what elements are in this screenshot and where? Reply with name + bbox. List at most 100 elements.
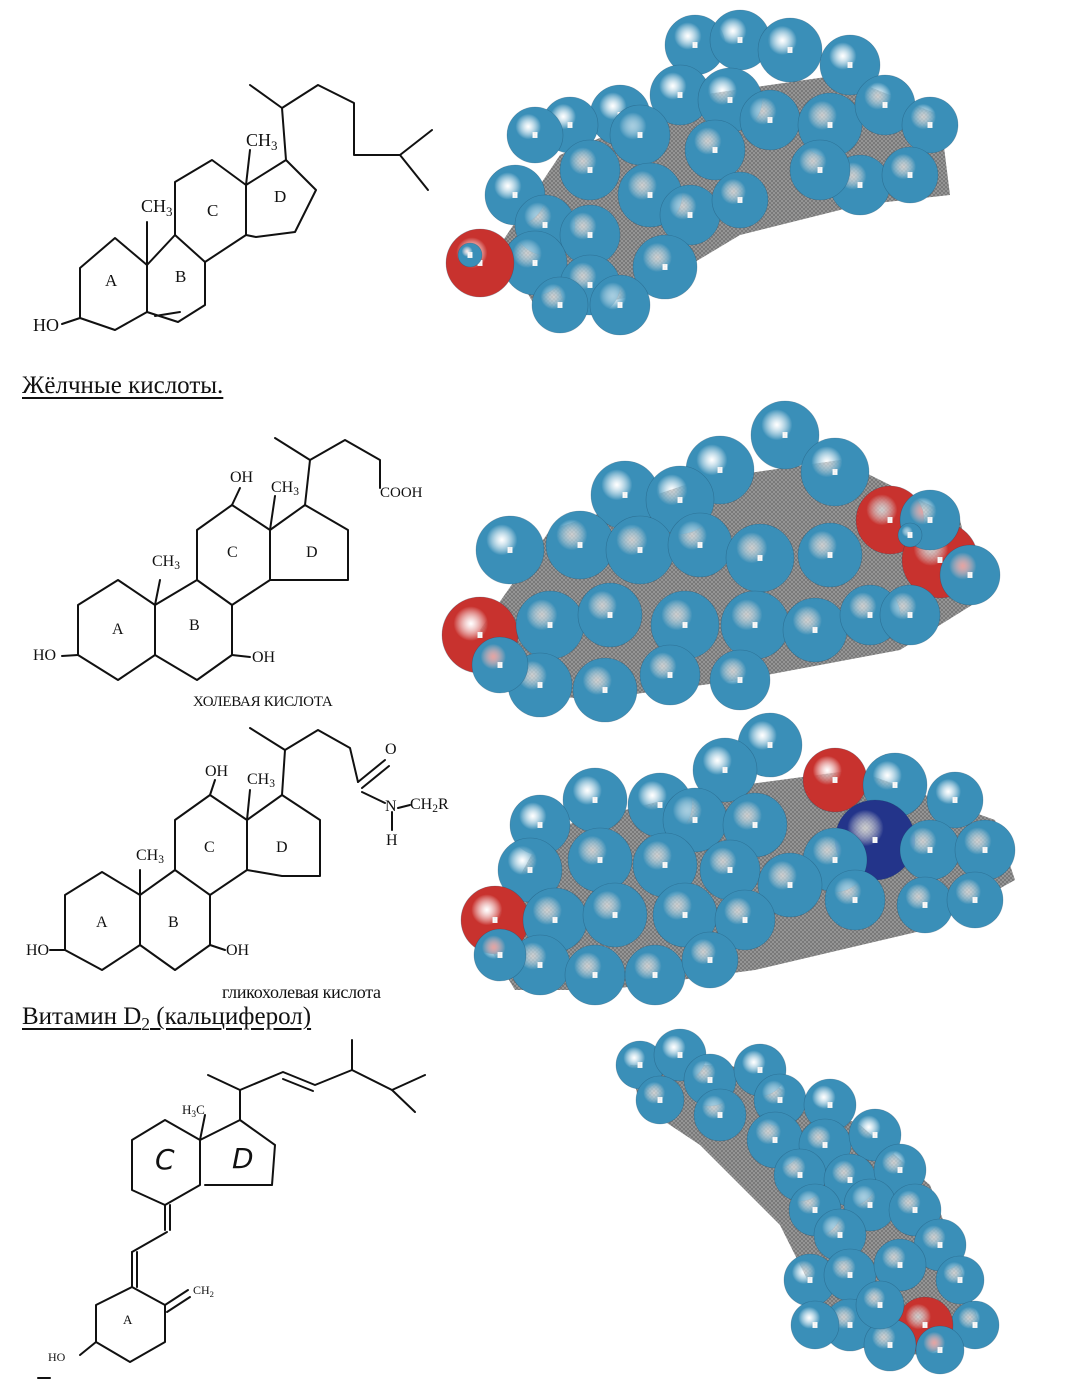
svg-text:H: H [753, 622, 758, 629]
svg-text:H: H [478, 260, 483, 267]
hydrogen-atom: H [899, 819, 961, 881]
hydrogen-atom: H [684, 119, 746, 181]
caption-glycocholic-acid: гликохолевая кислота [222, 982, 381, 1002]
carboxyl-label: COOH [380, 485, 423, 501]
methylene-label: CH2 [193, 1283, 214, 1299]
hydroxyl-label: OH [252, 649, 276, 666]
svg-text:H: H [493, 917, 498, 924]
svg-text:H: H [588, 282, 593, 289]
hydrogen-atom: H [939, 544, 1001, 606]
ring-c-label: C [207, 201, 219, 220]
ch2r-label: CH2R [410, 796, 449, 816]
svg-text:H: H [478, 632, 483, 639]
methyl-label: CH3 [271, 479, 299, 499]
ring-c-label: C [204, 839, 215, 856]
hydrogen-atom: H [457, 242, 483, 268]
svg-text:H: H [808, 1277, 813, 1284]
svg-text:H: H [508, 547, 513, 554]
svg-text:H: H [778, 1097, 783, 1104]
hydrogen-atom: H [750, 400, 820, 470]
svg-text:H: H [548, 622, 553, 629]
hydrogen-atom: H [896, 876, 954, 934]
svg-text:H: H [528, 867, 533, 874]
hydrogen-atom: H [667, 512, 733, 578]
svg-text:H: H [888, 517, 893, 524]
svg-text:H: H [833, 469, 838, 476]
hydrogen-atom: H [639, 644, 701, 706]
hydrogen-atom: H [506, 106, 564, 164]
hydrogen-atom: H [709, 649, 771, 711]
hydrogen-atom: H [562, 767, 628, 833]
svg-text:H: H [853, 897, 858, 904]
svg-text:H: H [698, 542, 703, 549]
ring-b-label: B [189, 617, 200, 634]
ring-b-label: B [168, 914, 179, 931]
hydrogen-atom: H [873, 1238, 927, 1292]
hydrogen-atom: H [473, 928, 527, 982]
svg-text:H: H [708, 1077, 713, 1084]
hydrogen-atom: H [800, 437, 870, 507]
hydrogen-atom: H [650, 590, 720, 660]
svg-text:H: H [788, 47, 793, 54]
hydrogen-atom: H [897, 522, 923, 548]
amide-hydrogen-label: H [386, 832, 398, 849]
svg-text:H: H [568, 122, 573, 129]
oxygen-atom: H [802, 747, 868, 813]
svg-text:H: H [868, 1202, 873, 1209]
hydrogen-atom: H [559, 139, 621, 201]
methyl-label: H3C [182, 1102, 205, 1120]
svg-text:H: H [788, 882, 793, 889]
methyl-label: CH3 [152, 553, 180, 573]
hydrogen-atom: H [475, 515, 545, 585]
hydrogen-atom: H [725, 523, 795, 593]
svg-text:H: H [983, 847, 988, 854]
hydrogen-atom: H [720, 590, 790, 660]
svg-text:H: H [973, 1322, 978, 1329]
svg-text:H: H [658, 802, 663, 809]
svg-text:H: H [603, 687, 608, 694]
svg-text:H: H [758, 1067, 763, 1074]
hydroxyl-label: OH [205, 763, 229, 780]
svg-text:H: H [468, 252, 473, 259]
svg-text:H: H [838, 1232, 843, 1239]
svg-text:H: H [813, 1207, 818, 1214]
svg-text:H: H [783, 432, 788, 439]
svg-text:H: H [683, 912, 688, 919]
svg-text:H: H [938, 557, 943, 564]
svg-text:H: H [498, 952, 503, 959]
svg-text:H: H [658, 1097, 663, 1104]
hydrogen-atom: H [582, 882, 648, 948]
ring-d-label: D [274, 187, 287, 206]
hydrogen-atom: H [567, 827, 633, 893]
methyl-label: CH3 [136, 847, 164, 867]
svg-text:H: H [693, 42, 698, 49]
svg-text:H: H [613, 912, 618, 919]
svg-text:H: H [543, 222, 548, 229]
svg-text:H: H [688, 212, 693, 219]
hydrogen-atom: H [797, 522, 863, 588]
svg-text:H: H [828, 1102, 833, 1109]
hydrogen-atom: H [863, 1318, 917, 1372]
hydrogen-atom: H [577, 582, 643, 648]
svg-text:H: H [873, 1132, 878, 1139]
svg-text:H: H [848, 1272, 853, 1279]
svg-text:H: H [588, 167, 593, 174]
methyl-label: CH3 [246, 130, 278, 153]
svg-text:H: H [558, 302, 563, 309]
svg-text:H: H [913, 1207, 918, 1214]
svg-text:H: H [908, 612, 913, 619]
svg-text:H: H [713, 147, 718, 154]
svg-text:H: H [668, 672, 673, 679]
ring-a-label: A [105, 271, 118, 290]
svg-text:H: H [578, 542, 583, 549]
hydrogen-atom: H [789, 139, 851, 201]
hydrogen-atom: H [926, 771, 984, 829]
svg-text:H: H [953, 797, 958, 804]
svg-text:H: H [608, 612, 613, 619]
svg-text:H: H [858, 182, 863, 189]
svg-text:H: H [848, 1177, 853, 1184]
caption-cholic-acid: ХОЛЕВАЯ КИСЛОТА [193, 694, 333, 710]
